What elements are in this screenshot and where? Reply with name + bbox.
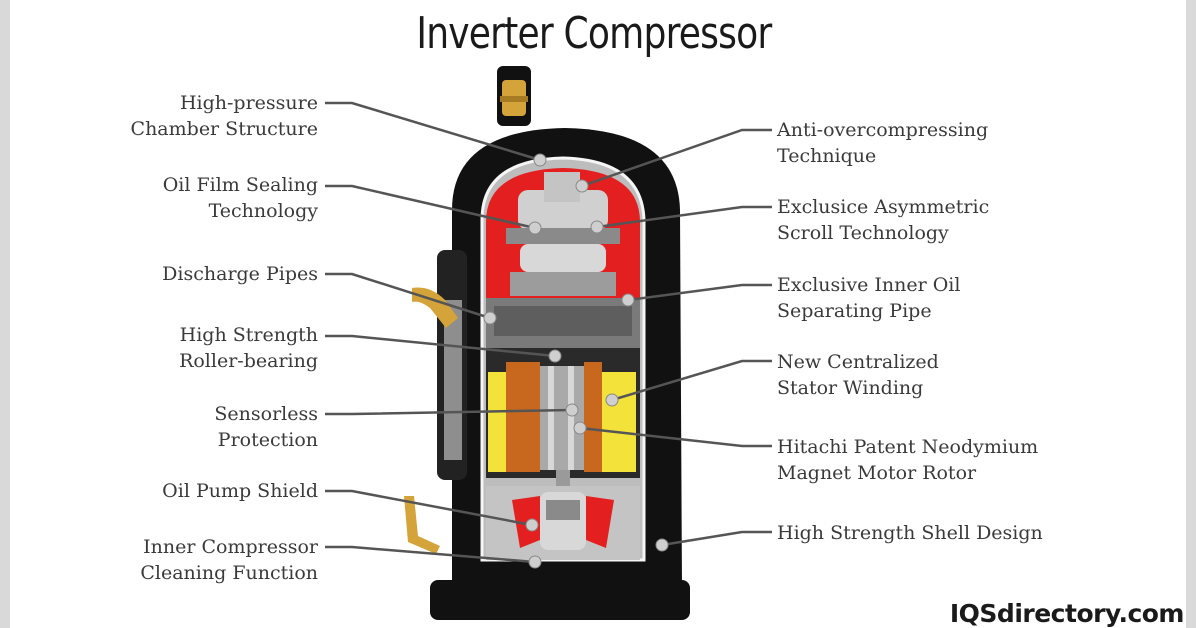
label-high-pressure-chamber: High-pressure Chamber Structure [130,92,318,140]
label-oil-pump-shield: Oil Pump Shield [162,480,318,502]
oil-pump-red [512,496,540,548]
label-sensorless-protection: Sensorless Protection [214,403,318,451]
stator-left [488,372,506,472]
label-asymmetric-scroll: Exclusice Asymmetric Scroll Technology [777,196,990,244]
leader-lines [325,101,772,564]
copper-winding-right [584,362,602,472]
label-magnet-rotor: Hitachi Patent Neodymium Magnet Motor Ro… [777,436,1039,484]
label-discharge-pipes: Discharge Pipes [162,263,318,285]
label-oil-separating-pipe: Exclusive Inner Oil Separating Pipe [777,274,961,322]
label-inner-cleaning: Inner Compressor Cleaning Function [140,536,318,584]
label-stator-winding: New Centralized Stator Winding [777,351,939,399]
label-oil-film-sealing: Oil Film Sealing Technology [162,174,318,222]
motor-rotor [540,366,584,470]
shell-base [430,580,690,620]
leader-dots [483,153,669,569]
label-shell-design: High Strength Shell Design [777,522,1043,544]
diagram-title: Inverter Compressor [416,8,772,59]
label-anti-overcompressing: Anti-overcompressing Technique [777,119,989,167]
copper-winding-left [506,362,540,472]
label-roller-bearing: High Strength Roller-bearing [179,324,318,372]
stator-right [600,372,636,472]
watermark: IQSdirectory.com [949,599,1185,628]
